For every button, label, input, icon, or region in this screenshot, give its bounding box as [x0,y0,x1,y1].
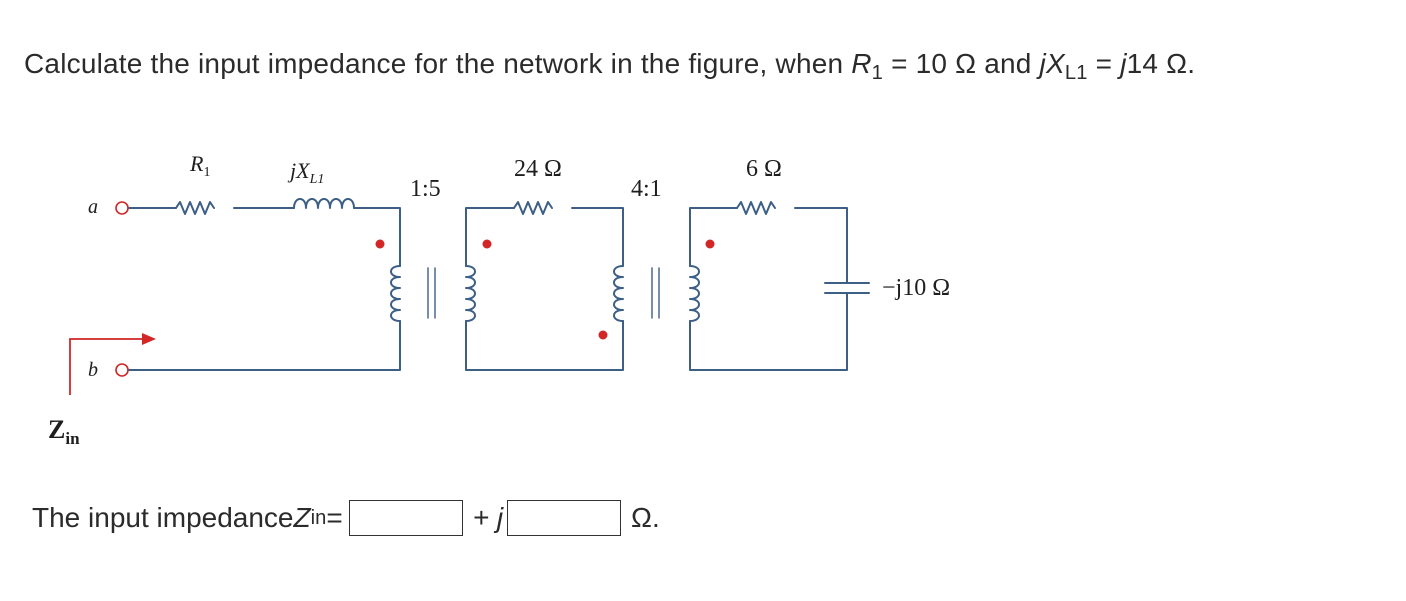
wire-mesh2-top [465,207,515,267]
inductor-xl1 [293,198,355,209]
node-b-label: b [88,359,98,381]
r1-value: = 10 Ω and [883,48,1040,79]
answer-prefix: The input impedance [32,502,294,533]
wire-24-t2 [571,207,624,267]
real-part-input[interactable] [348,500,463,536]
t2-core [651,267,660,319]
t2-primary-dot [598,330,608,340]
r1-symbol: R [851,48,872,79]
zin-arrow-line [69,338,142,395]
xl1-symbol: jX [1039,48,1065,79]
terminal-b [115,363,129,377]
xl1-label: jXL1 [287,158,324,187]
t1-primary-dot [375,239,385,249]
t2-secondary-coil [689,265,700,322]
resistor-r1 [175,201,215,215]
xl1-j: j [1120,48,1127,79]
resistor-24 [513,201,553,215]
t1-secondary-coil [465,265,476,322]
zin-arrowhead [142,333,156,345]
node-a-label: a [88,196,98,218]
question-text: Calculate the input impedance for the ne… [24,48,1195,85]
wire-6-cap [794,207,848,284]
ratio2-label: 4:1 [631,176,662,202]
r1-label: R1 [189,151,210,180]
t1-primary-coil [390,265,401,322]
zin-symbol: Z [293,502,311,533]
cap-label: −j10 Ω [882,275,950,301]
t2-primary-coil [613,265,624,322]
capacitor [824,282,870,294]
wire-xl1-t1 [353,207,401,267]
zin-label: Zin [48,415,80,448]
wire-mesh3-top [689,207,738,267]
r1-subscript: 1 [871,62,884,85]
ohm-unit: Ω. [631,502,660,533]
answer-equals: = [326,502,343,533]
wire-mesh2-bottom [465,320,624,371]
resistor-6 [736,201,776,215]
plus-j-text: + j [472,502,504,533]
t2-secondary-dot [705,239,715,249]
ratio1-label: 1:5 [410,176,441,202]
question-prefix: Calculate the input impedance for the ne… [24,48,852,79]
circuit-wires [128,198,870,371]
xl1-equals: = [1087,48,1121,79]
terminal-a [115,201,129,215]
zin-subscript: in [310,506,327,529]
r24-label: 24 Ω [514,156,562,182]
t1-secondary-dot [482,239,492,249]
t1-core [427,267,436,319]
xl1-value: 14 Ω. [1126,48,1196,79]
r6-label: 6 Ω [746,156,782,182]
wire-t1-bottom-left [128,320,401,371]
xl1-subscript: L1 [1064,62,1088,85]
wire-cap-bottom [689,292,848,371]
imaginary-part-input[interactable] [507,500,622,536]
